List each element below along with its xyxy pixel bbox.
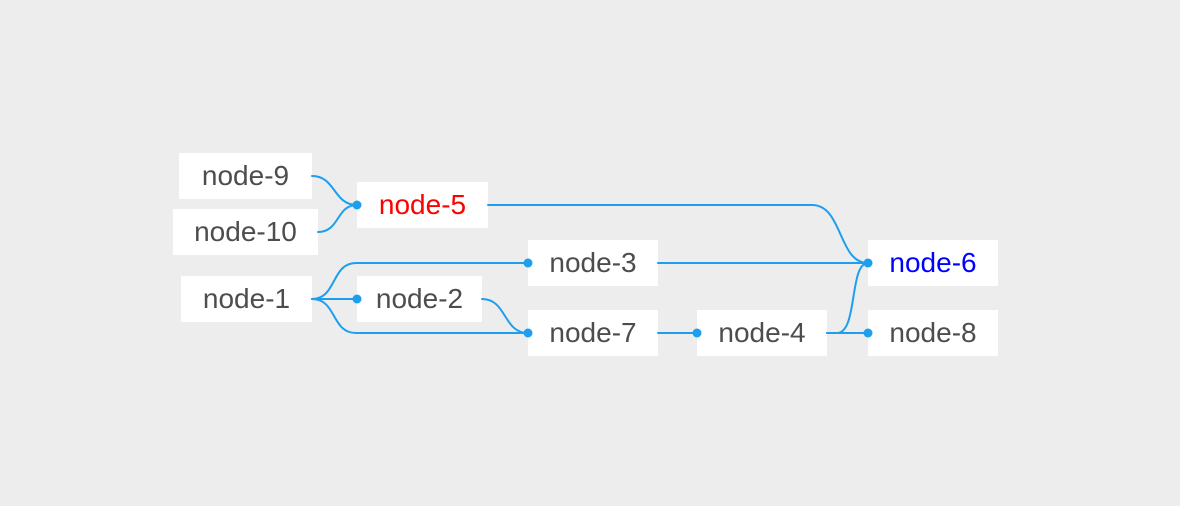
node-label: node-1: [202, 283, 291, 314]
node-label: node-10: [194, 216, 297, 247]
node-label: node-6: [889, 247, 977, 278]
node-label: node-8: [889, 317, 977, 348]
graph-edge-node-2-to-node-7: [481, 298, 529, 334]
graph-node-node-1[interactable]: node-1: [181, 276, 312, 322]
graph-edge-node-9-to-node-5: [311, 175, 358, 206]
graph-node-node-6[interactable]: node-6: [868, 240, 998, 286]
node-label: node-3: [549, 247, 637, 278]
node-label: node-7: [549, 317, 637, 348]
node-label: node-4: [718, 317, 806, 348]
graph-edge-node-10-to-node-5: [317, 204, 358, 233]
graph-node-node-5[interactable]: node-5: [357, 182, 488, 228]
graph-node-node-2[interactable]: node-2: [357, 276, 482, 322]
node-label: node-9: [201, 160, 290, 191]
graph-node-node-10[interactable]: node-10: [173, 209, 318, 255]
graph-node-node-3[interactable]: node-3: [528, 240, 658, 286]
node-label: node-5: [378, 189, 467, 220]
graph-node-node-9[interactable]: node-9: [179, 153, 312, 199]
node-label: node-2: [375, 283, 464, 314]
graph-node-node-4[interactable]: node-4: [697, 310, 827, 356]
graph-node-node-7[interactable]: node-7: [528, 310, 658, 356]
graph-edge-node-4-to-node-6: [826, 262, 869, 334]
graph-node-node-8[interactable]: node-8: [868, 310, 998, 356]
